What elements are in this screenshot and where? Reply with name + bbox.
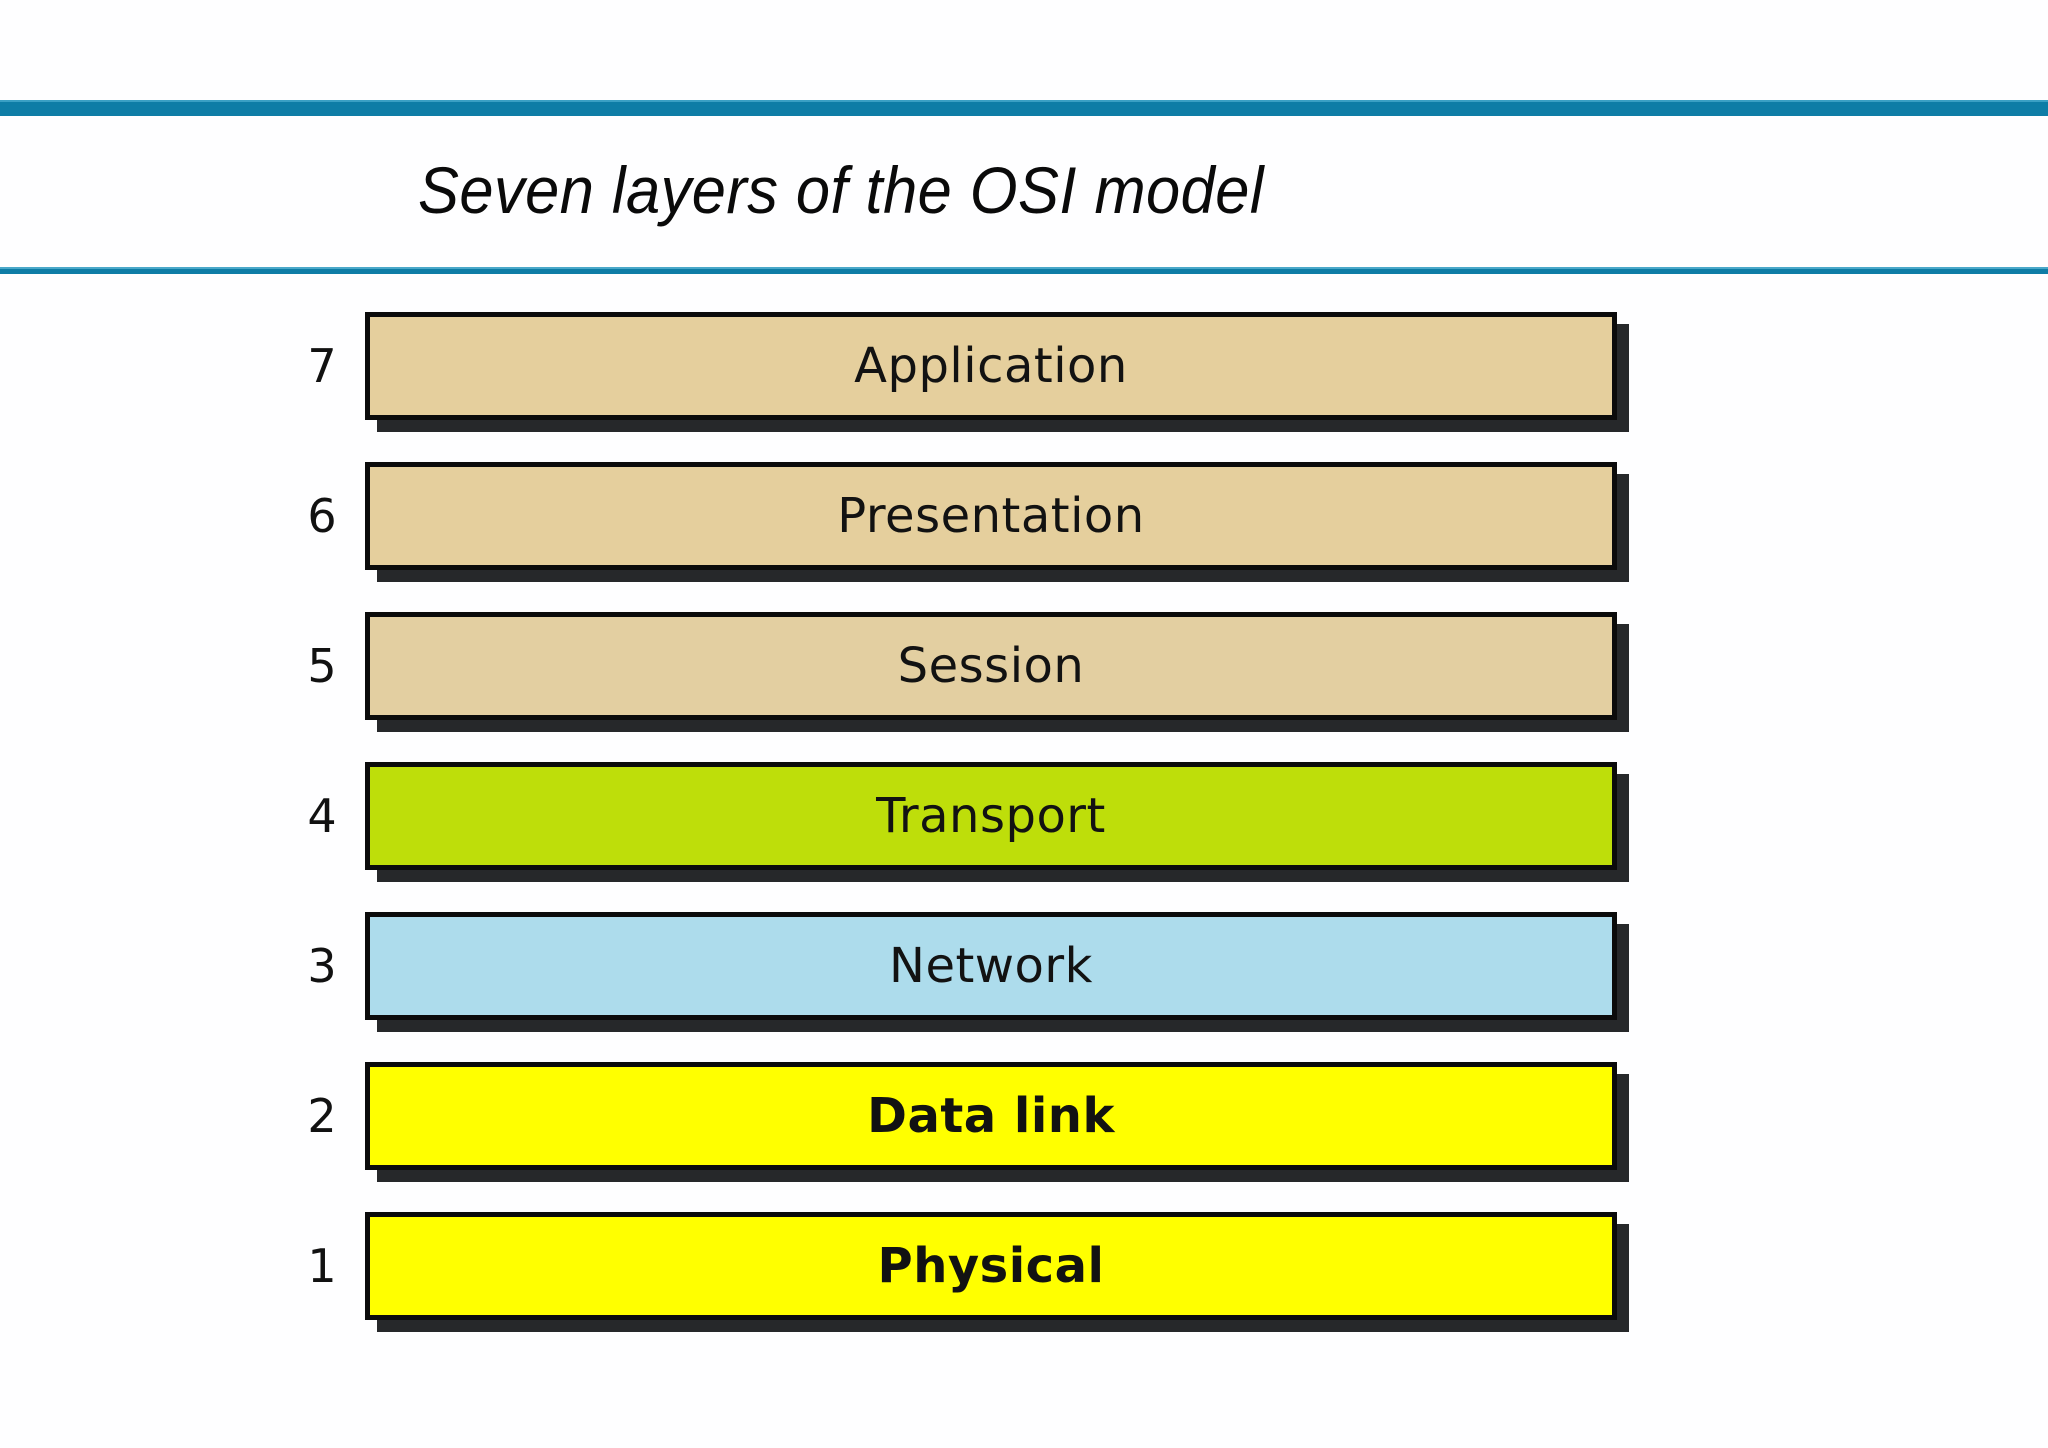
layer-row: 2 Data link: [0, 1062, 2048, 1182]
layer-number: 5: [307, 639, 337, 693]
layer-bar-data-link[interactable]: Data link: [365, 1062, 1617, 1170]
layer-row: 5 Session: [0, 612, 2048, 732]
layer-bar-application[interactable]: Application: [365, 312, 1617, 420]
header-rule-bottom: [0, 267, 2048, 274]
layer-label: Application: [854, 338, 1128, 394]
layer-bar-physical[interactable]: Physical: [365, 1212, 1617, 1320]
layer-bar-presentation[interactable]: Presentation: [365, 462, 1617, 570]
page-title: Seven layers of the OSI model: [418, 153, 1264, 227]
layer-number: 4: [307, 789, 337, 843]
layer-label: Network: [889, 938, 1093, 994]
layer-bar-session[interactable]: Session: [365, 612, 1617, 720]
layer-label: Data link: [867, 1088, 1115, 1144]
layer-row: 3 Network: [0, 912, 2048, 1032]
layer-label: Session: [897, 638, 1085, 694]
layer-row: 6 Presentation: [0, 462, 2048, 582]
layer-label: Physical: [877, 1238, 1105, 1294]
layer-row: 4 Transport: [0, 762, 2048, 882]
layer-row: 1 Physical: [0, 1212, 2048, 1332]
layer-number: 1: [307, 1239, 337, 1293]
layer-bar-transport[interactable]: Transport: [365, 762, 1617, 870]
layer-label: Transport: [876, 788, 1106, 844]
layer-number: 6: [307, 489, 337, 543]
header-rule-top: [0, 100, 2048, 116]
layer-number: 2: [307, 1089, 337, 1143]
layer-number: 3: [307, 939, 337, 993]
osi-layer-stack: 7 Application 6 Presentation 5 Session 4: [0, 312, 2048, 1362]
layer-row: 7 Application: [0, 312, 2048, 432]
layer-label: Presentation: [837, 488, 1145, 544]
layer-bar-network[interactable]: Network: [365, 912, 1617, 1020]
layer-number: 7: [307, 339, 337, 393]
